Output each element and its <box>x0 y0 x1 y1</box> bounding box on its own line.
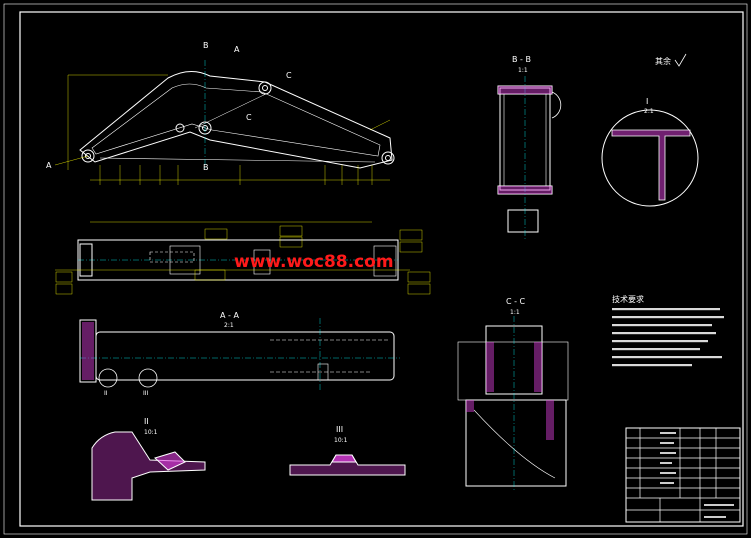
section-bb-view <box>497 76 562 240</box>
section-aa-title: A - A <box>220 311 239 320</box>
detail-ii-callout <box>98 368 118 388</box>
section-bb-top-hatch <box>498 86 552 94</box>
detail-iii-callout <box>138 368 158 388</box>
marker-b-bottom: B <box>203 163 209 172</box>
section-aa-marker-ii: II <box>104 390 108 397</box>
detail-iii-title: III <box>336 425 343 434</box>
detail-ii-view <box>91 431 206 501</box>
detail-iii-view <box>289 454 406 476</box>
section-cc-hatch-right <box>534 342 542 392</box>
section-aa-scale: 2:1 <box>224 322 234 329</box>
marker-c: C <box>286 71 292 80</box>
tech-requirements-title: 技术要求 <box>612 294 644 304</box>
section-cc-scale: 1:1 <box>510 309 520 316</box>
detail-ii-scale: 10:1 <box>144 429 158 436</box>
boom-plan-view <box>77 239 399 281</box>
section-cc-view <box>457 316 569 492</box>
section-aa-hatch-left <box>82 322 94 380</box>
watermark-text: www.woc88.com <box>234 252 394 272</box>
marker-a-left: A <box>46 161 52 170</box>
boom-elevation-view <box>79 60 395 170</box>
head-pin-circle <box>381 151 395 165</box>
section-cc-hatch-bottom-left <box>466 400 474 412</box>
inner-border <box>19 11 744 527</box>
section-aa-marker-iii: III <box>143 390 149 397</box>
section-bb-scale: 1:1 <box>518 67 528 74</box>
boom-dimensions <box>54 74 391 185</box>
detail-i-circle <box>601 109 699 207</box>
detail-i-title: I <box>646 97 648 106</box>
title-block-text <box>660 432 734 518</box>
marker-c-lower: C <box>246 113 252 122</box>
section-aa-view <box>79 318 400 390</box>
foot-pin-circle <box>81 149 95 163</box>
detail-i-scale: 2:1 <box>644 108 654 115</box>
plan-dimensions <box>55 221 431 295</box>
detail-i-section <box>611 129 691 201</box>
section-cc-hatch-bottom-right <box>546 400 554 440</box>
section-bb-bottom-hatch <box>498 186 552 194</box>
marker-b-top: B <box>203 41 209 50</box>
section-cc-hatch-left <box>486 342 494 392</box>
marker-a-top: A <box>234 45 240 54</box>
title-block <box>625 427 741 523</box>
section-cc-title: C - C <box>506 297 526 306</box>
detail-ii-title: II <box>144 417 149 426</box>
section-bb-title: B - B <box>512 55 531 64</box>
tech-requirements-lines <box>612 308 724 367</box>
roughness-note: 其余 <box>655 56 671 66</box>
detail-iii-scale: 10:1 <box>334 437 348 444</box>
roughness-symbol <box>674 53 687 67</box>
outer-border <box>3 3 748 535</box>
